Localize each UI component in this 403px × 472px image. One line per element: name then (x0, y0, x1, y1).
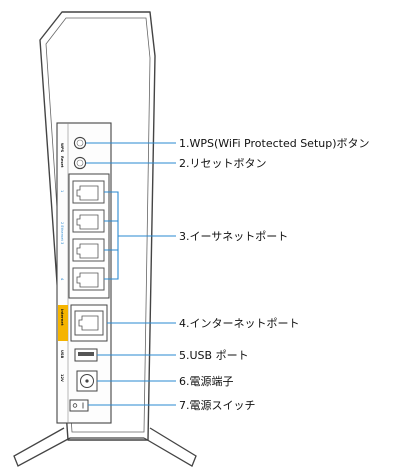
ethernet-port4-label: 4 (60, 278, 64, 281)
callout-bracket-ethernet (104, 191, 119, 280)
router-housing-inner (45, 17, 151, 433)
ethernet-port1-label: 1 (60, 190, 64, 192)
ethernet-port-2[interactable] (72, 209, 105, 233)
callout-label-usb: 5.USB ポート (179, 349, 249, 362)
ethernet-port-3[interactable] (72, 238, 105, 262)
power-jack[interactable] (76, 370, 98, 392)
ethernet-port-4[interactable] (72, 267, 105, 291)
wps-button[interactable] (73, 136, 87, 150)
reset-panel-label: Reset (60, 156, 64, 168)
ethernet-panel-label: 2 Ethernet 3 (60, 222, 64, 244)
ethernet-port-block (68, 173, 110, 299)
wps-button-ring (76, 139, 84, 147)
reset-button[interactable] (73, 156, 87, 170)
power-switch[interactable] (69, 399, 89, 412)
callout-label-wps: 1.WPS(WiFi Protected Setup)ボタン (179, 137, 370, 150)
internet-panel-label: Internet (60, 309, 64, 326)
callout-label-reset: 2.リセットボタン (179, 157, 267, 170)
internet-port[interactable] (70, 304, 108, 342)
reset-button-ring (76, 159, 84, 167)
usb-panel-label: USB (60, 350, 64, 359)
power-panel-label: 12V (60, 374, 64, 382)
ethernet-port-1[interactable] (72, 180, 105, 204)
router-stand (13, 427, 197, 467)
callout-label-power: 6.電源端子 (179, 374, 234, 388)
usb-port[interactable] (74, 348, 98, 362)
callout-label-internet: 4.インターネットポート (179, 317, 300, 330)
wps-panel-label: WPS (60, 143, 64, 153)
internet-label-bg (58, 305, 68, 341)
callout-label-switch: 7.電源スイッチ (179, 398, 256, 412)
callout-label-ethernet: 3.イーサネットポート (179, 230, 288, 243)
callout-lines (86, 142, 176, 406)
